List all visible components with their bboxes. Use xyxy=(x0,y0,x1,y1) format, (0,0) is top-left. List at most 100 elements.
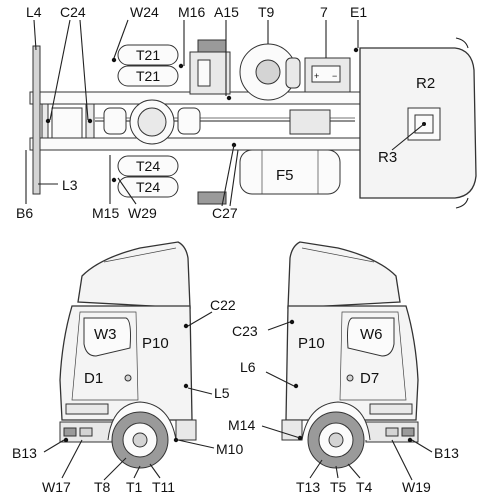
label-c23: C23 xyxy=(232,323,258,339)
leader-t11 xyxy=(149,463,161,479)
label-d7: D7 xyxy=(360,370,379,387)
roof-spoiler-right xyxy=(287,241,401,309)
fuel-tank-f5 xyxy=(239,149,341,195)
a15-inner xyxy=(197,59,211,87)
label-w17: W17 xyxy=(42,479,71,495)
leader-w19 xyxy=(391,439,413,481)
battery xyxy=(311,65,341,83)
label-l5: L5 xyxy=(214,385,230,401)
label-r2: R2 xyxy=(416,75,435,92)
label-c22: C22 xyxy=(210,297,236,313)
roof-crease-left xyxy=(103,247,177,263)
leader-w17 xyxy=(61,439,83,479)
label-m15: M15 xyxy=(92,205,119,221)
connector-dot xyxy=(407,437,413,443)
differential-hub xyxy=(137,107,167,137)
leader-m10 xyxy=(177,439,215,449)
leader-c24-a xyxy=(49,19,71,121)
label-l3: L3 xyxy=(62,177,78,193)
leader-t5 xyxy=(335,465,339,479)
step-right xyxy=(369,403,413,415)
label-l4: L4 xyxy=(26,4,42,20)
label-w3: W3 xyxy=(94,326,117,343)
leader-b13-right xyxy=(411,439,433,453)
roof-spoiler-left xyxy=(77,241,191,309)
label-l6: L6 xyxy=(240,359,256,375)
label-t1: T1 xyxy=(126,479,143,495)
label-t13: T13 xyxy=(296,479,320,495)
label-e1: E1 xyxy=(350,4,367,20)
brake-chamber-right xyxy=(177,107,201,135)
rear-mount xyxy=(51,107,83,139)
label-b13-right: B13 xyxy=(434,445,459,461)
label-w19: W19 xyxy=(402,479,431,495)
leader-l5 xyxy=(187,387,213,395)
label-t21-b: T21 xyxy=(136,68,160,84)
leader-t8 xyxy=(103,457,127,481)
connector-dot xyxy=(178,63,184,69)
step-left xyxy=(65,403,109,415)
leader-l6 xyxy=(265,371,295,387)
leader-m14 xyxy=(261,425,301,439)
hub-right xyxy=(328,432,344,448)
label-r3: R3 xyxy=(378,149,397,166)
leader-t13 xyxy=(309,459,323,479)
label-t5: T5 xyxy=(330,479,347,495)
window-w3 xyxy=(83,317,131,357)
brake-chamber-left xyxy=(103,107,127,135)
label-w6: W6 xyxy=(360,326,383,343)
tank-t24-lower xyxy=(117,176,179,198)
chassis-behind-left xyxy=(175,419,197,441)
labels: L4 C24 W24 M16 A15 T9 7 E1 T21 T21 T24 T… xyxy=(12,4,459,495)
hub-left xyxy=(132,432,148,448)
connector-dot xyxy=(173,437,179,443)
frame-rail-lower xyxy=(29,137,361,151)
leader-c27-b xyxy=(229,149,239,207)
label-w24: W24 xyxy=(130,4,159,20)
t9-filter xyxy=(285,57,301,89)
battery-minus-icon: − xyxy=(332,71,337,81)
connector-dot xyxy=(87,118,93,124)
label-7: 7 xyxy=(320,4,328,20)
tank-t21-lower xyxy=(117,65,179,87)
lamp-w19 xyxy=(385,427,399,437)
label-b6: B6 xyxy=(16,205,33,221)
label-m14: M14 xyxy=(228,417,255,433)
wheel-top-rear-left xyxy=(197,39,227,53)
connector-dot xyxy=(183,323,189,329)
tank-t9-cap xyxy=(255,59,281,85)
leader-c22 xyxy=(187,311,213,327)
leader-c23 xyxy=(267,321,291,331)
rear-crossmember xyxy=(32,45,41,195)
label-c24: C24 xyxy=(60,4,86,20)
leader-w29 xyxy=(117,177,137,205)
label-p10-right: P10 xyxy=(298,335,325,352)
tank-t21-upper xyxy=(117,44,179,66)
leader-t1 xyxy=(133,465,141,479)
label-t8: T8 xyxy=(94,479,111,495)
lamp-w17 xyxy=(79,427,93,437)
label-w29: W29 xyxy=(128,205,157,221)
door-handle-right xyxy=(346,374,354,382)
leader-c27-a xyxy=(221,144,235,207)
label-t4: T4 xyxy=(356,479,373,495)
label-t24-a: T24 xyxy=(136,158,160,174)
tank-t24-upper xyxy=(117,155,179,177)
door-handle-left xyxy=(124,374,132,382)
roof-crease-right xyxy=(301,247,375,263)
label-d1: D1 xyxy=(84,370,103,387)
battery-plus-icon: + xyxy=(314,71,319,81)
label-t21-a: T21 xyxy=(136,47,160,63)
chassis-top-view: + − xyxy=(25,19,477,209)
label-f5: F5 xyxy=(276,167,294,184)
cab-right-side-view xyxy=(261,241,433,481)
label-t9: T9 xyxy=(258,4,275,20)
connector-dot xyxy=(183,383,189,389)
connector-dot xyxy=(226,95,232,101)
label-p10-left: P10 xyxy=(142,335,169,352)
leader-b13-left xyxy=(43,439,65,453)
label-b13-left: B13 xyxy=(12,445,37,461)
leader-r3 xyxy=(391,123,425,151)
